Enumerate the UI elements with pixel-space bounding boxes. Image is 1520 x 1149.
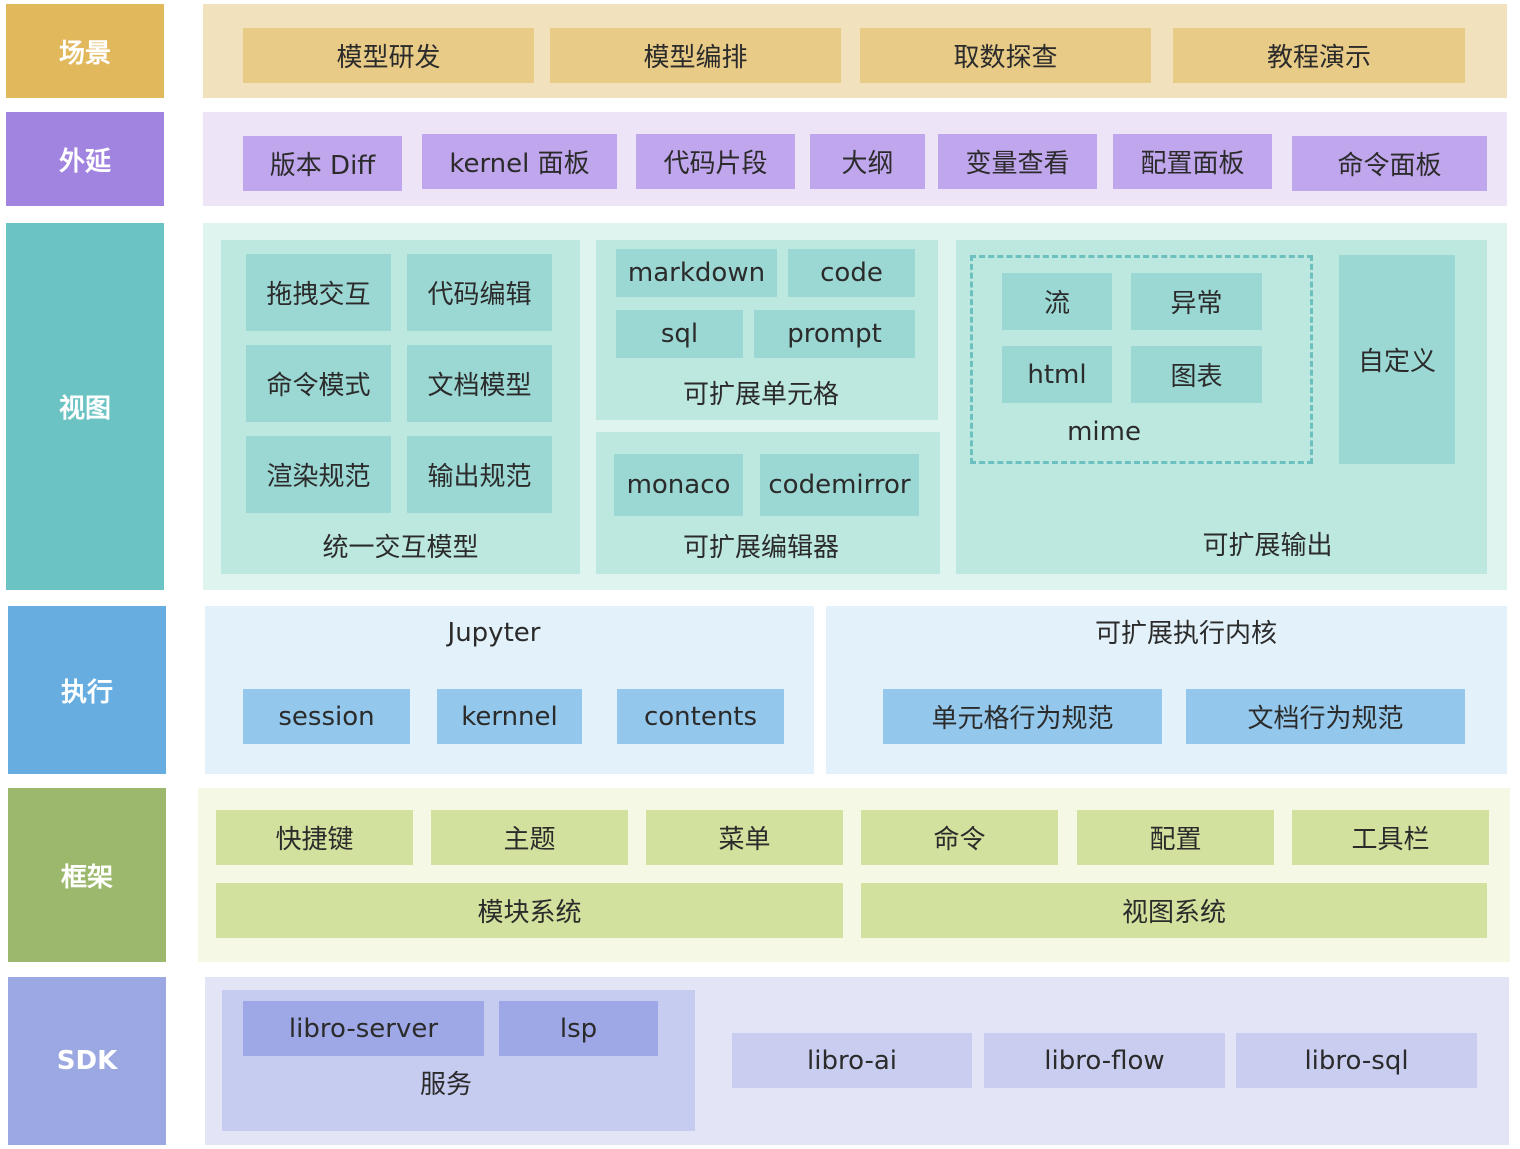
framework-config: 配置	[1077, 810, 1274, 865]
mime-error: 异常	[1131, 273, 1262, 330]
cell-sql: sql	[616, 310, 743, 358]
scene-data-exploration: 取数探查	[860, 28, 1151, 83]
view-layer-label: 视图	[6, 223, 164, 590]
scene-tutorial: 教程演示	[1173, 28, 1465, 83]
sdk-layer-label: SDK	[8, 977, 166, 1145]
framework-toolbar: 工具栏	[1292, 810, 1489, 865]
sdk-libro-ai: libro-ai	[732, 1033, 972, 1088]
framework-shortcuts: 快捷键	[216, 810, 413, 865]
extension-command-panel: 命令面板	[1292, 136, 1487, 191]
document-behavior-spec: 文档行为规范	[1186, 689, 1465, 744]
extension-config-panel: 配置面板	[1113, 134, 1272, 189]
editor-monaco: monaco	[614, 454, 743, 516]
output-custom: 自定义	[1339, 255, 1455, 464]
framework-theme: 主题	[431, 810, 628, 865]
mime-stream: 流	[1002, 273, 1112, 330]
jupyter-caption: Jupyter	[447, 618, 541, 648]
interaction-drag-drop: 拖拽交互	[246, 254, 391, 331]
extensible-cells-caption: 可扩展单元格	[682, 379, 839, 410]
sdk-libro-server: libro-server	[243, 1001, 484, 1056]
sdk-libro-sql: libro-sql	[1236, 1033, 1477, 1088]
interaction-output-spec: 输出规范	[407, 436, 552, 513]
sdk-libro-flow: libro-flow	[984, 1033, 1225, 1088]
editor-codemirror: codemirror	[760, 454, 919, 516]
extensible-kernel-caption: 可扩展执行内核	[1094, 618, 1277, 649]
mime-html: html	[1002, 346, 1112, 403]
cell-prompt: prompt	[754, 310, 915, 358]
mime-chart: 图表	[1131, 346, 1262, 403]
jupyter-contents: contents	[617, 689, 784, 744]
interaction-command-mode: 命令模式	[246, 345, 391, 422]
extension-version-diff: 版本 Diff	[243, 136, 402, 191]
mime-group	[970, 255, 1313, 464]
sdk-service-caption: 服务	[419, 1069, 472, 1100]
extension-layer-label: 外延	[6, 112, 164, 206]
framework-view-system: 视图系统	[861, 883, 1487, 938]
cell-behavior-spec: 单元格行为规范	[883, 689, 1162, 744]
scene-model-dev: 模型研发	[243, 28, 534, 83]
extensible-editors-caption: 可扩展编辑器	[682, 532, 839, 563]
interaction-render-spec: 渲染规范	[246, 436, 391, 513]
extension-variable-viewer: 变量查看	[938, 134, 1097, 189]
cell-code: code	[788, 249, 915, 297]
extension-outline: 大纲	[810, 134, 925, 189]
jupyter-kernel: kernnel	[437, 689, 582, 744]
jupyter-session: session	[243, 689, 410, 744]
interaction-document-model: 文档模型	[407, 345, 552, 422]
interaction-model-caption: 统一交互模型	[322, 532, 479, 563]
execution-layer-label: 执行	[8, 606, 166, 774]
scene-model-orchestration: 模型编排	[550, 28, 841, 83]
scene-layer-label: 场景	[6, 4, 164, 98]
framework-layer-label: 框架	[8, 788, 166, 962]
framework-command: 命令	[861, 810, 1058, 865]
mime-caption: mime	[1067, 417, 1141, 447]
framework-module-system: 模块系统	[216, 883, 843, 938]
interaction-code-editing: 代码编辑	[407, 254, 552, 331]
extension-kernel-panel: kernel 面板	[422, 134, 617, 189]
extension-code-snippet: 代码片段	[636, 134, 795, 189]
extensible-output-caption: 可扩展输出	[1202, 530, 1333, 561]
sdk-lsp: lsp	[499, 1001, 658, 1056]
cell-markdown: markdown	[616, 249, 777, 297]
framework-menu: 菜单	[646, 810, 843, 865]
